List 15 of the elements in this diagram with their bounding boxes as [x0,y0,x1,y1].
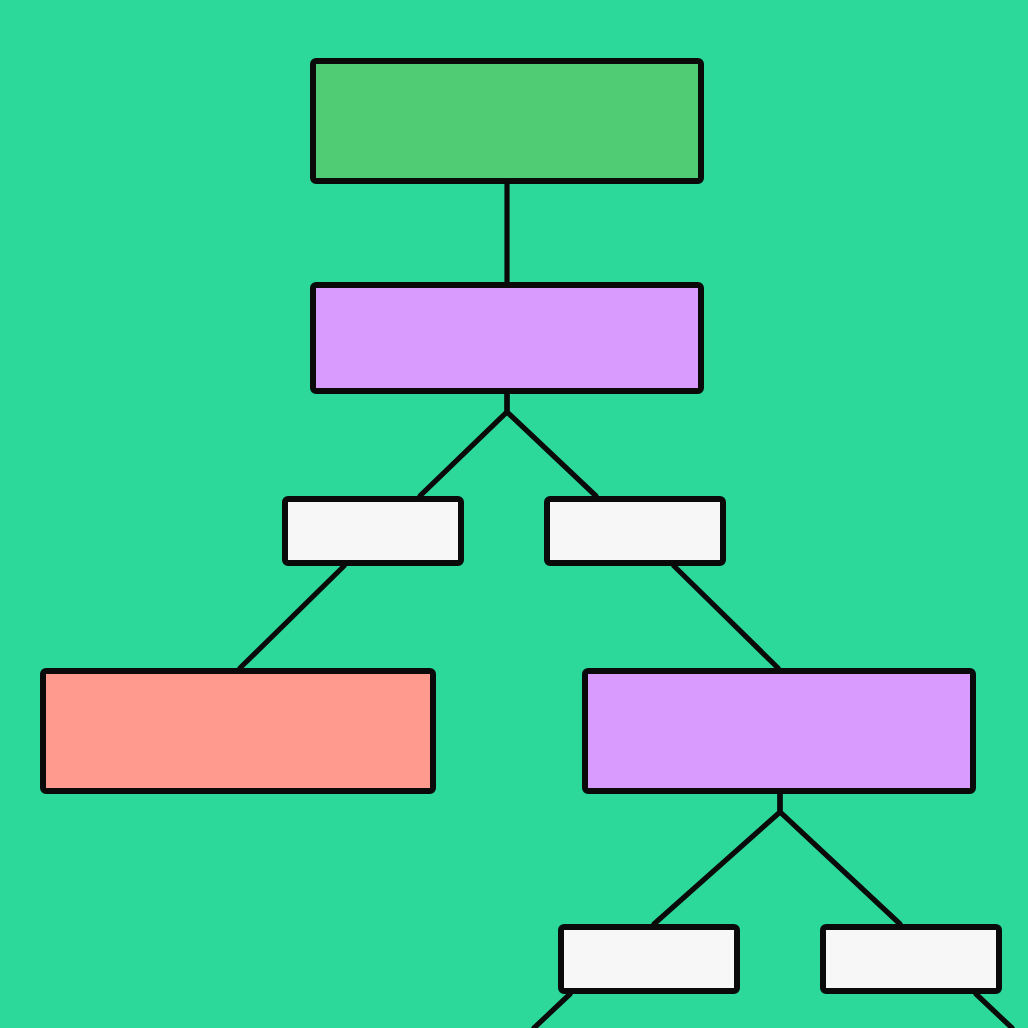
connector-line [504,181,510,285]
empty-box [820,924,1002,994]
empty-box [582,668,976,794]
connector-line [531,991,573,1028]
empty-box [558,924,740,994]
connector-line [777,791,903,927]
empty-box [544,496,726,566]
empty-box [40,668,436,794]
connector-line [237,563,347,671]
connector-line [504,391,599,499]
empty-box [310,282,704,394]
empty-box [282,496,464,566]
connector-line [671,563,781,671]
connector-line [973,991,1015,1028]
empty-box [310,58,704,184]
